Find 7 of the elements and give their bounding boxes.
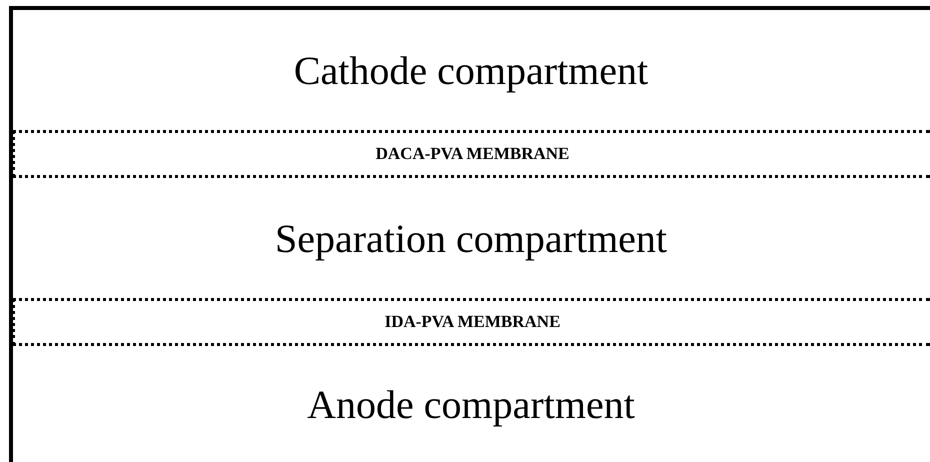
- membrane-label: DACA-PVA MEMBRANE: [376, 144, 570, 164]
- compartment-label: Separation compartment: [274, 214, 668, 262]
- membrane-band: [12, 298, 930, 346]
- compartment-label: Cathode compartment: [294, 46, 648, 94]
- compartment-label: Anode compartment: [307, 380, 635, 428]
- membrane-label: IDA-PVA MEMBRANE: [384, 312, 560, 332]
- membrane-band: [12, 130, 930, 178]
